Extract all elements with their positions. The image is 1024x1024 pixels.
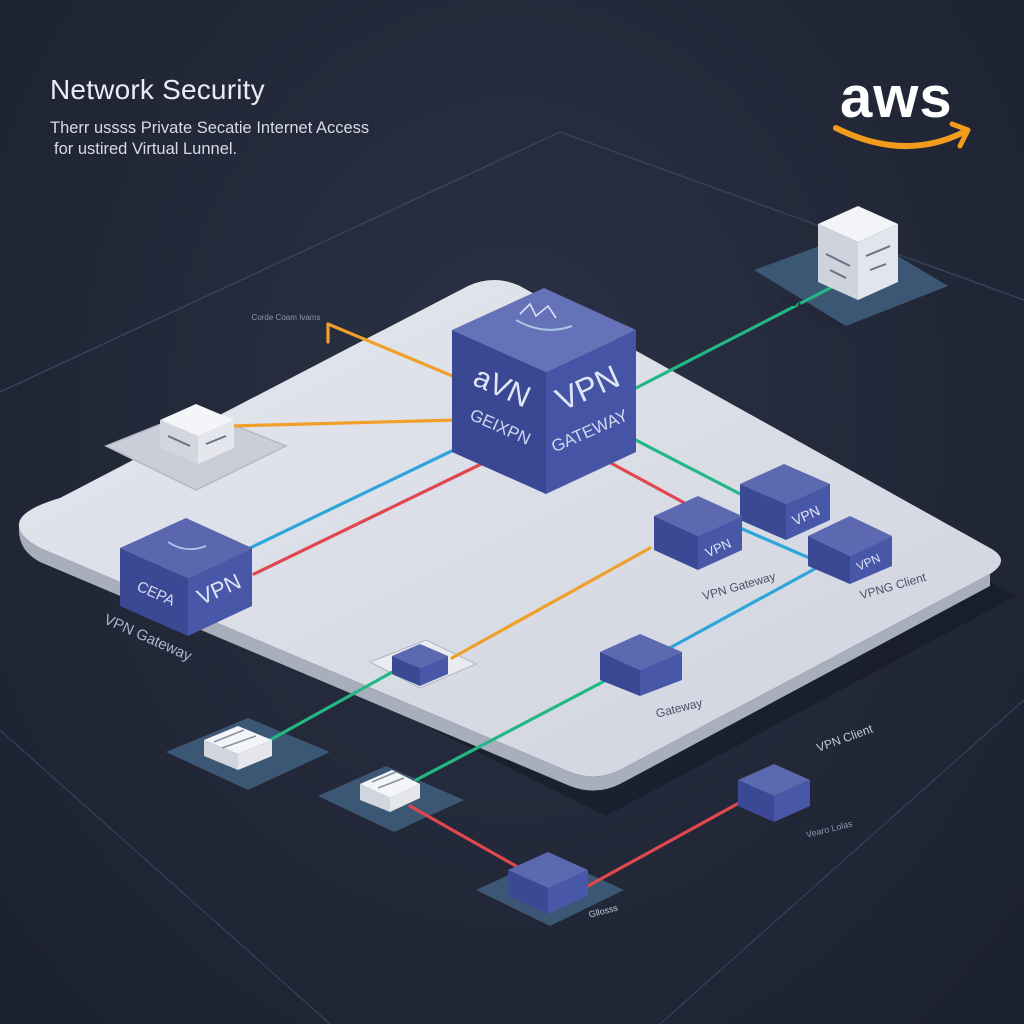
tiny-label-top: Corde Coam Ivams — [252, 313, 321, 322]
page-subtitle: Therr ussss Private Secatie Internet Acc… — [50, 118, 430, 160]
link-blue-right — [738, 526, 816, 562]
aws-logo: aws — [830, 66, 980, 162]
vpn-cube-mini — [392, 644, 448, 686]
server-left — [160, 404, 234, 464]
vpn-cube-small-b — [654, 496, 742, 570]
aws-smile-icon — [833, 121, 971, 149]
background-outline-lower — [0, 699, 1024, 1024]
link-orange-mid — [450, 546, 652, 660]
vpn-cube-small-a — [740, 464, 830, 540]
vpn-gateway-cube-center — [452, 288, 636, 494]
link-blue-left — [248, 444, 464, 550]
link-orange-top — [326, 322, 464, 382]
link-green-lower — [268, 668, 398, 742]
connection-lines — [230, 282, 840, 888]
page-subtitle-line2: for ustired Virtual Lunnel. — [54, 140, 238, 158]
vpn-cube-small-c — [808, 516, 892, 584]
link-orange-left — [230, 418, 458, 428]
aws-logo-text: aws — [840, 65, 953, 130]
server-top-right — [818, 206, 898, 300]
link-green-bottom — [414, 674, 616, 782]
link-red-right — [596, 454, 692, 508]
server-bottom-left — [204, 726, 272, 770]
vpn-cube-left — [120, 518, 252, 636]
platform — [18, 280, 1001, 777]
link-red-bottom-left — [408, 804, 518, 868]
link-blue-mid — [664, 564, 822, 652]
tiny-label-right: Vearo Lolas — [805, 818, 854, 839]
vpn-cube-bottom-right — [738, 764, 810, 822]
vpn-cube-small-d — [600, 634, 682, 696]
vpn-cube-bottom — [508, 852, 588, 914]
link-green-right — [618, 430, 750, 500]
link-red-left — [252, 452, 504, 576]
vpn-client-caption: VPN Client — [815, 721, 876, 754]
server-bottom — [360, 770, 420, 812]
page-subtitle-line1: Therr ussss Private Secatie Internet Acc… — [50, 119, 370, 137]
link-red-bottom-right — [586, 796, 750, 888]
page-title: Network Security — [50, 74, 265, 105]
link-green-top-right — [634, 282, 840, 390]
